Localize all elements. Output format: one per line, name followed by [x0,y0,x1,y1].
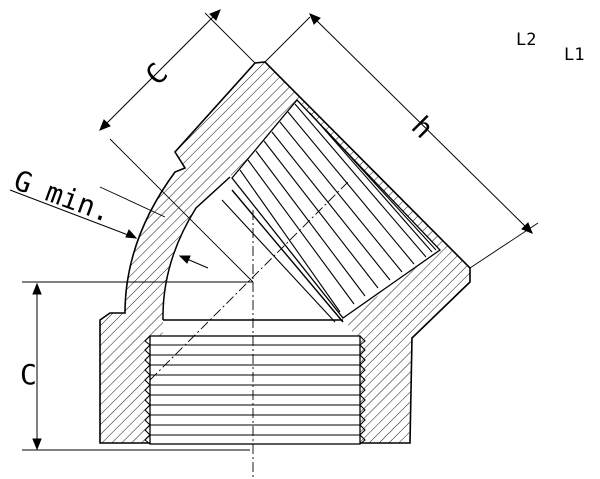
upper-thread [231,99,441,319]
label-l1: L1 [564,45,584,65]
extension-lines [22,12,539,451]
dim-label-c-left: C [20,358,37,391]
dim-label-c-top: C [139,56,174,91]
dimension-lines [9,9,533,451]
bore-seat-line [231,189,344,323]
dim-label-h: h [405,110,440,145]
dim-label-g-min: G min. [10,164,116,230]
center-lines [149,179,351,479]
bore-outline [162,176,231,321]
label-l2: L2 [516,30,536,50]
lower-thread [144,335,366,445]
bore-seat-line-2 [221,199,336,323]
